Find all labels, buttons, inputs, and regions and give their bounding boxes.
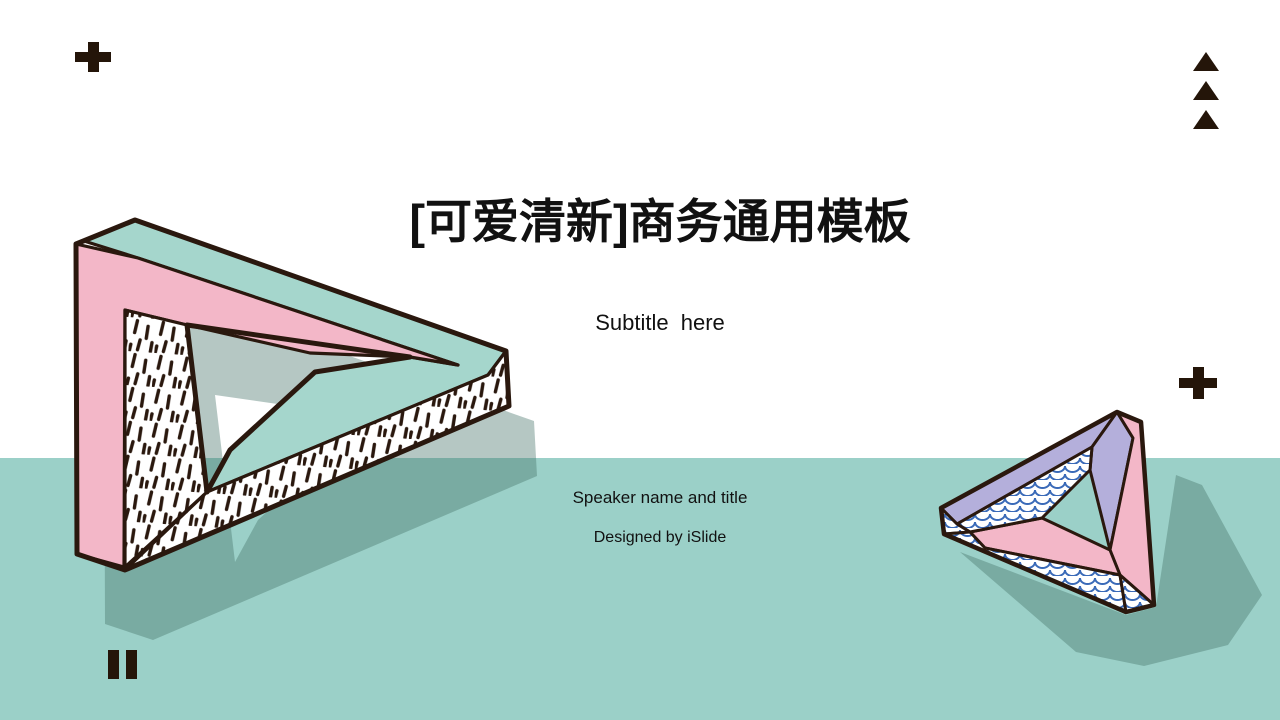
slide-subtitle: Subtitle here bbox=[595, 310, 725, 335]
speaker-line: Speaker name and title bbox=[572, 488, 748, 507]
pause-bar bbox=[108, 650, 119, 679]
slide-title: [可爱清新]商务通用模板 bbox=[409, 195, 911, 248]
small-triangle-outline bbox=[938, 409, 1157, 615]
plus-icon bbox=[75, 42, 111, 72]
penrose-triangle-large bbox=[60, 210, 570, 655]
triangle-up-icon bbox=[1193, 52, 1219, 71]
credit-line: Designed by iSlide bbox=[593, 529, 727, 546]
large-triangle-outline bbox=[73, 217, 512, 573]
triangle-stack bbox=[1193, 52, 1219, 139]
pause-bar bbox=[126, 650, 137, 679]
plus-icon bbox=[1179, 367, 1217, 399]
triangle-up-icon bbox=[1193, 81, 1219, 100]
penrose-triangle-large-drawing bbox=[73, 217, 537, 640]
triangle-up-icon bbox=[1193, 110, 1219, 129]
pause-bars-icon bbox=[108, 650, 137, 679]
small-triangle-shadow bbox=[960, 475, 1262, 666]
penrose-triangle-small bbox=[930, 400, 1270, 690]
penrose-triangle-small-drawing bbox=[938, 409, 1262, 666]
